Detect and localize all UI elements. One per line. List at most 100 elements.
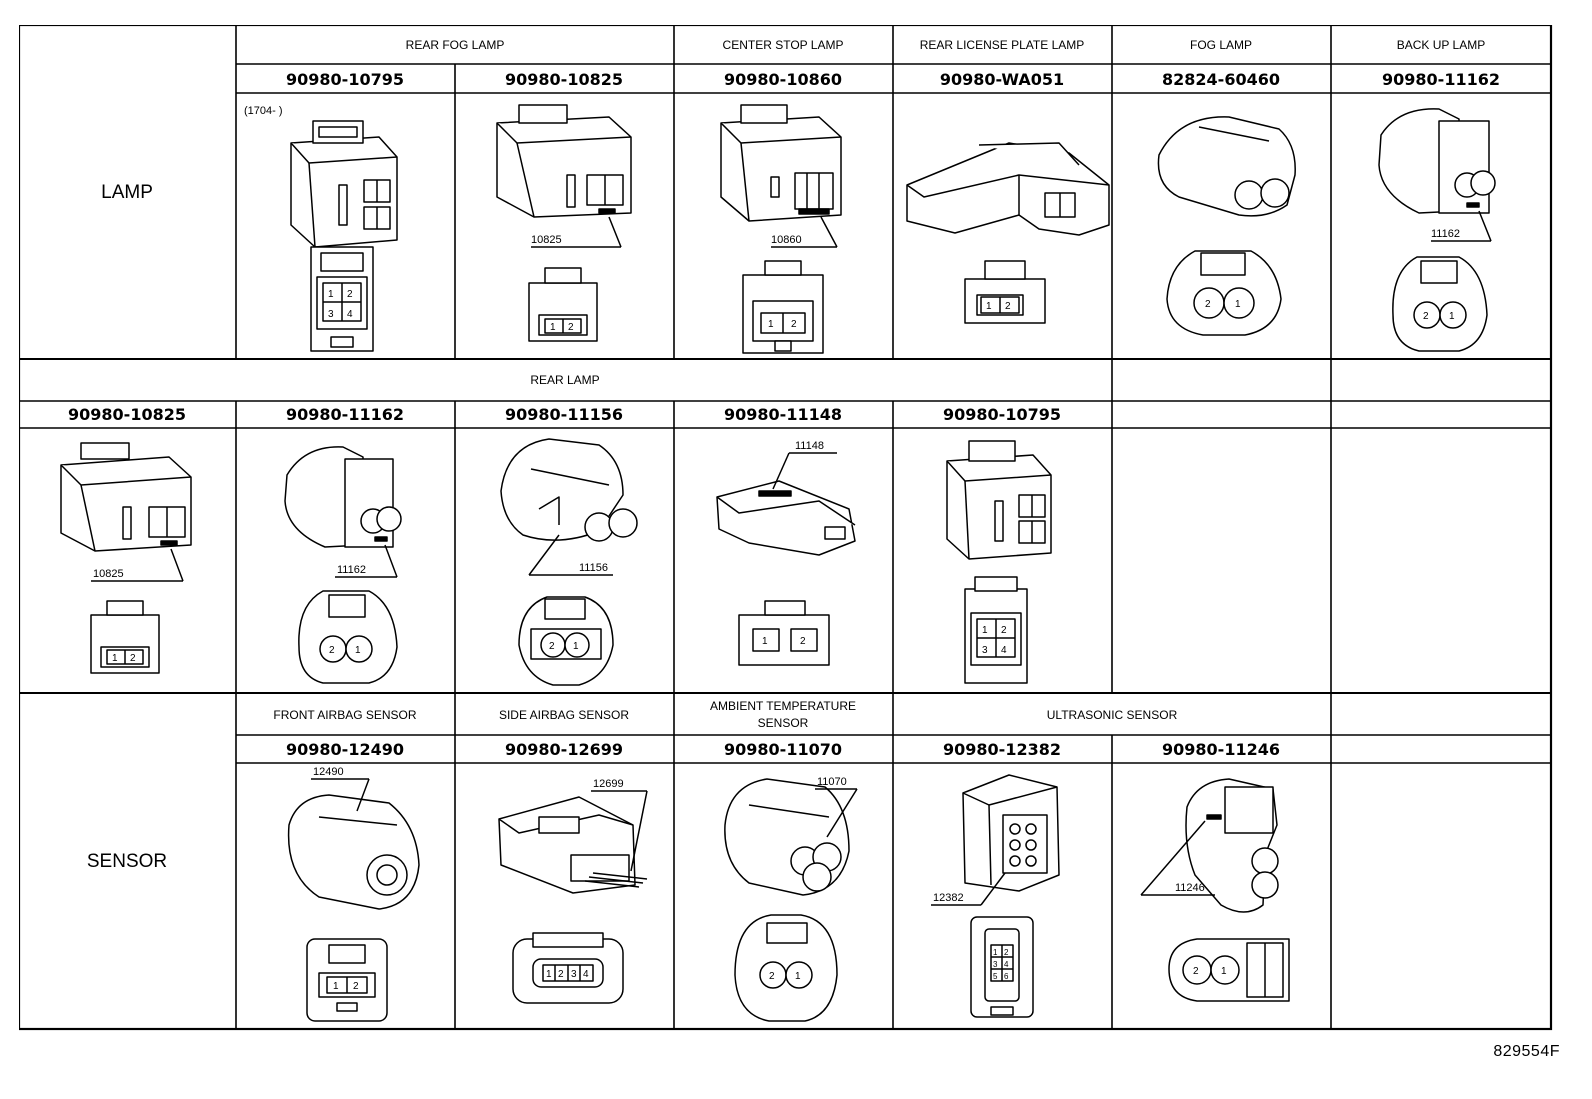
connector-face-11246 <box>1168 938 1290 1002</box>
pin-number: 1 <box>328 289 334 300</box>
connector-iso-11246 <box>1185 778 1279 913</box>
connector-face-10825 <box>528 267 598 342</box>
section-label-sensor: SENSOR <box>87 851 167 872</box>
pin-number: 3 <box>982 645 988 656</box>
connector-iso-11070 <box>724 778 850 896</box>
pin-number: 1 <box>986 301 992 312</box>
callout-label: 11162 <box>1431 228 1460 240</box>
pin-number: 2 <box>1205 299 1211 310</box>
connector-iso-10795-rear <box>946 440 1052 560</box>
pin-number: 1 <box>355 645 361 656</box>
part-number: 90980-10795 <box>286 70 404 89</box>
pin-number: 2 <box>1423 311 1429 322</box>
pin-number: 3 <box>993 960 998 969</box>
part-number: 90980-11156 <box>505 405 623 424</box>
pin-number: 2 <box>353 981 359 992</box>
part-number: 90980-10825 <box>68 405 186 424</box>
pin-number: 2 <box>1005 301 1011 312</box>
callout-label: 12382 <box>933 892 964 904</box>
connector-iso-wa051 <box>906 142 1110 236</box>
pin-number: 2 <box>1004 948 1009 957</box>
pin-number: 2 <box>130 653 136 664</box>
connector-iso-10825 <box>496 104 632 218</box>
header-side-airbag-sensor: SIDE AIRBAG SENSOR <box>499 708 629 722</box>
pin-number: 3 <box>571 969 577 980</box>
connector-face-10795-rear <box>964 576 1028 684</box>
callout-12699 <box>591 790 648 872</box>
connector-face-10860 <box>742 260 824 354</box>
pin-number: 1 <box>573 641 579 652</box>
pin-number: 6 <box>1004 972 1009 981</box>
callout-11246 <box>1140 820 1215 896</box>
part-number: 90980-11246 <box>1162 740 1280 759</box>
pin-number: 1 <box>112 653 118 664</box>
pin-number: 1 <box>762 636 768 647</box>
drawing-code: 829554F <box>1493 1043 1560 1060</box>
callout-11162-rear <box>335 544 398 578</box>
callout-label: 11148 <box>795 440 824 452</box>
part-number: 90980-12490 <box>286 740 404 759</box>
connector-iso-11162-rear <box>284 446 402 548</box>
connector-iso-60460 <box>1157 116 1296 217</box>
connector-iso-10860 <box>720 104 842 222</box>
pin-number: 2 <box>549 641 555 652</box>
connector-face-10795 <box>310 246 374 352</box>
pin-number: 1 <box>1235 299 1241 310</box>
pin-number: 1 <box>546 969 552 980</box>
pin-number: 4 <box>347 309 353 320</box>
pin-number: 2 <box>769 971 775 982</box>
connector-iso-12382 <box>962 774 1060 892</box>
callout-label: 10825 <box>93 568 124 580</box>
header-rear-fog-lamp: REAR FOG LAMP <box>406 38 505 52</box>
pin-number: 1 <box>1221 966 1227 977</box>
connector-face-12699 <box>512 932 624 1004</box>
connector-face-12490 <box>306 938 388 1022</box>
callout-10860 <box>771 216 838 248</box>
callout-10825-rear <box>91 548 184 582</box>
pin-number: 2 <box>347 289 353 300</box>
part-number: 90980-11162 <box>1382 70 1500 89</box>
connector-face-12382 <box>970 916 1034 1018</box>
callout-label: 11070 <box>817 776 847 788</box>
header-fog-lamp: FOG LAMP <box>1190 38 1252 52</box>
pin-number: 4 <box>1001 645 1007 656</box>
pin-number: 5 <box>993 972 998 981</box>
part-number: 90980-10825 <box>505 70 623 89</box>
pin-number: 2 <box>791 319 797 330</box>
callout-11156 <box>528 534 613 576</box>
header-front-airbag-sensor: FRONT AIRBAG SENSOR <box>273 708 416 722</box>
callout-label: 12490 <box>313 766 344 778</box>
callout-label: 10825 <box>531 234 562 246</box>
pin-number: 1 <box>795 971 801 982</box>
part-number: 90980-10860 <box>724 70 842 89</box>
callout-12382 <box>931 872 1006 906</box>
callout-label: 12699 <box>593 778 624 790</box>
callout-label: 10860 <box>771 234 802 246</box>
connector-iso-11148 <box>716 480 856 556</box>
header-ultrasonic-sensor: ULTRASONIC SENSOR <box>1047 708 1178 722</box>
connector-iso-11156 <box>500 438 638 542</box>
part-number: 90980-12699 <box>505 740 623 759</box>
header-rear-license-plate-lamp: REAR LICENSE PLATE LAMP <box>920 38 1085 52</box>
connector-iso-10825-rear <box>60 442 192 552</box>
connector-iso-12490 <box>287 794 420 910</box>
connector-face-60460 <box>1166 250 1282 336</box>
connector-face-11156 <box>518 596 614 686</box>
pin-number: 1 <box>1449 311 1455 322</box>
pin-number: 1 <box>982 625 988 636</box>
pin-number: 1 <box>768 319 774 330</box>
connector-iso-11162 <box>1378 108 1496 214</box>
pin-number: 2 <box>800 636 806 647</box>
part-number: 90980-10795 <box>943 405 1061 424</box>
part-number: 90980-WA051 <box>940 70 1064 89</box>
section-label-lamp: LAMP <box>101 182 153 203</box>
callout-label: 11246 <box>1175 882 1205 894</box>
connector-face-11148 <box>738 600 830 666</box>
connector-face-10825-rear <box>90 600 160 674</box>
pin-number: 1 <box>333 981 339 992</box>
pin-number: 2 <box>558 969 564 980</box>
header-rear-lamp: REAR LAMP <box>530 373 599 387</box>
connector-face-11162 <box>1392 256 1488 352</box>
connector-face-11070 <box>734 914 838 1022</box>
callout-12490 <box>311 778 370 812</box>
